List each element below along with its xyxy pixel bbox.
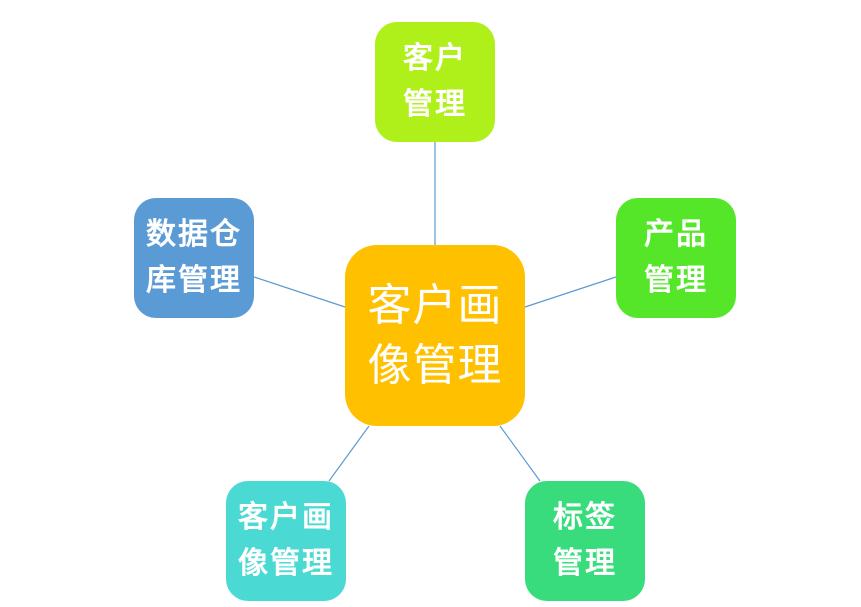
center-node-customer-portrait-management[interactable]: 客户画 像管理 xyxy=(345,245,525,426)
node-product-management[interactable]: 产品 管理 xyxy=(616,198,736,318)
connector-bottom-left xyxy=(328,425,370,482)
node-tag-management-label: 标签 管理 xyxy=(553,500,617,581)
connector-left xyxy=(253,276,346,308)
node-customer-portrait-management[interactable]: 客户画 像管理 xyxy=(226,481,346,601)
node-customer-management[interactable]: 客户 管理 xyxy=(375,22,495,142)
node-tag-management[interactable]: 标签 管理 xyxy=(525,481,645,601)
node-data-warehouse-management[interactable]: 数据仓 库管理 xyxy=(134,198,254,318)
node-customer-management-label: 客户 管理 xyxy=(403,41,467,122)
node-product-management-label: 产品 管理 xyxy=(644,217,708,298)
connector-right xyxy=(524,276,617,308)
node-customer-portrait-management-label: 客户画 像管理 xyxy=(238,500,334,581)
connector-bottom-right xyxy=(499,425,541,482)
center-node-label: 客户画 像管理 xyxy=(367,279,503,391)
node-data-warehouse-management-label: 数据仓 库管理 xyxy=(146,217,242,298)
